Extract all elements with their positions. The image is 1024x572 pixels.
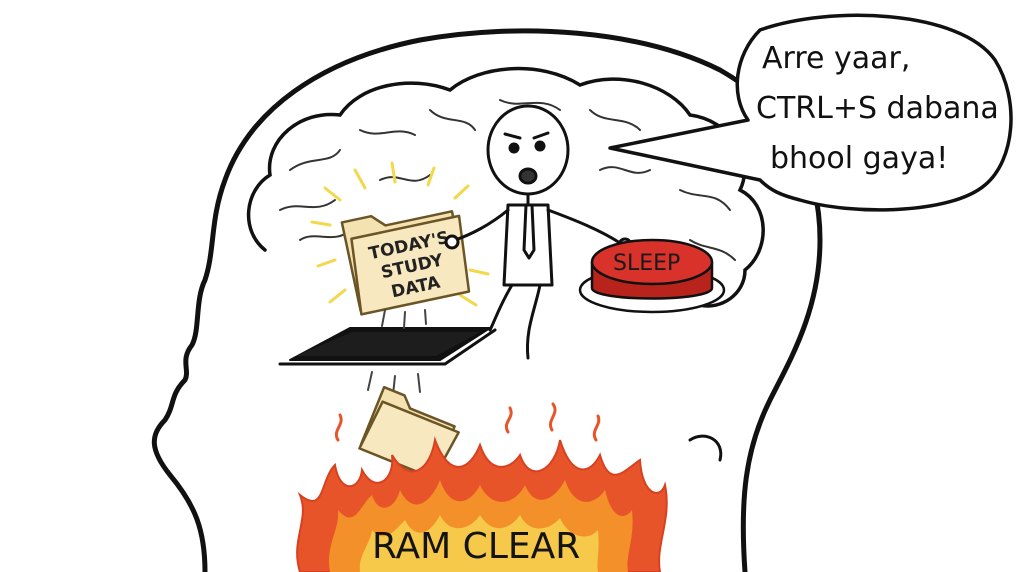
fire: RAM CLEAR — [296, 402, 668, 572]
stick-figure — [444, 104, 633, 360]
speech-line-3: bhool gaya! — [770, 141, 948, 176]
study-data-folder: TODAY'S STUDY DATA — [340, 210, 471, 316]
sleep-button: SLEEP — [578, 238, 726, 314]
speech-bubble: Arre yaar, CTRL+S dabana bhool gaya! — [608, 13, 1013, 212]
head-outline — [151, 28, 823, 572]
fire-inner-flames — [359, 515, 599, 572]
ear-hint — [688, 434, 723, 462]
ram-clear-label: RAM CLEAR — [372, 526, 580, 567]
sleep-button-label: SLEEP — [613, 251, 680, 276]
speech-line-1: Arre yaar, — [762, 41, 910, 76]
folder-glow — [310, 161, 490, 307]
trapdoor-hole — [278, 327, 497, 366]
brain-folds — [279, 99, 736, 261]
speech-line-2: CTRL+S dabana — [756, 91, 999, 126]
brain-outline — [246, 66, 765, 308]
speech-bubble-shape — [608, 13, 1013, 212]
